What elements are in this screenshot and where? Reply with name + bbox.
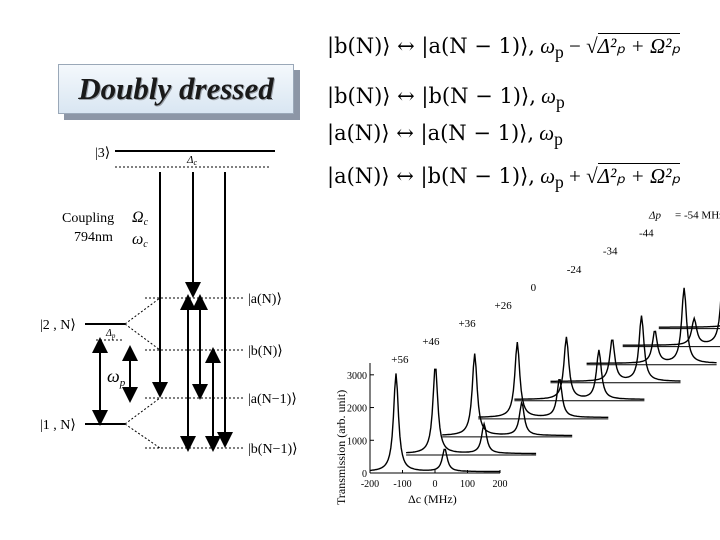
equation-panel: |b(N)⟩ ↔ |a(N − 1)⟩, ωp − √Δ²ₚ + Ω²ₚ |b(… bbox=[327, 26, 707, 196]
trace-label: -24 bbox=[567, 264, 582, 276]
trace-label: = -54 MHz bbox=[675, 210, 720, 222]
spectrum-trace bbox=[369, 373, 500, 473]
trace-label: +36 bbox=[458, 318, 476, 330]
spectrum-trace bbox=[586, 287, 717, 364]
spectrum-trace bbox=[514, 336, 645, 400]
spectrum-trace bbox=[622, 300, 720, 346]
equation-sqrt: Δ²ₚ + Ω²ₚ bbox=[597, 33, 681, 58]
slide-title: Doubly dressed bbox=[78, 71, 274, 106]
equation-freq-sub: p bbox=[555, 172, 564, 193]
x-tick-label: -100 bbox=[393, 479, 411, 490]
equation-freq: ω bbox=[541, 84, 556, 108]
equation-freq: ω bbox=[539, 121, 555, 145]
equation-kets: |a(N)⟩ ↔ |b(N − 1)⟩, bbox=[327, 164, 535, 188]
equation-op: − bbox=[569, 34, 581, 58]
sqrt-sign: √ bbox=[586, 34, 598, 58]
y-tick-label: 1000 bbox=[347, 436, 367, 447]
spectrum-trace bbox=[550, 315, 681, 382]
equation-freq-sub: p bbox=[555, 42, 564, 63]
equation-freq: ω bbox=[540, 34, 556, 58]
y-tick-label: 2000 bbox=[347, 404, 367, 415]
equation-freq-sub: p bbox=[554, 129, 563, 150]
x-tick-label: 0 bbox=[433, 479, 438, 490]
trace-label: +26 bbox=[495, 300, 513, 312]
equation-row-2: |b(N)⟩ ↔ |b(N − 1)⟩, ωp bbox=[327, 84, 565, 116]
equation-op: + bbox=[569, 164, 581, 188]
chart-xlabel: Δc (MHz) bbox=[408, 492, 457, 506]
y-tick-label: 0 bbox=[362, 469, 367, 480]
trace-label: 0 bbox=[531, 282, 537, 294]
equation-kets: |b(N)⟩ ↔ |a(N − 1)⟩, bbox=[327, 34, 535, 58]
x-tick-label: -200 bbox=[361, 479, 379, 490]
title-face: Doubly dressed bbox=[58, 64, 294, 114]
spectrum-trace bbox=[658, 325, 720, 328]
equation-row-4: |a(N)⟩ ↔ |b(N − 1)⟩, ωp + √Δ²ₚ + Ω²ₚ bbox=[327, 163, 681, 196]
chart-ylabel: Transmission (arb. unit) bbox=[334, 390, 348, 505]
equation-freq-sub: p bbox=[555, 92, 565, 113]
title-box: Doubly dressed bbox=[58, 64, 300, 120]
equation-row-1: |b(N)⟩ ↔ |a(N − 1)⟩, ωp − √Δ²ₚ + Ω²ₚ bbox=[327, 33, 681, 66]
delta-p-prefix: Δp bbox=[648, 210, 661, 222]
trace-label: -44 bbox=[639, 228, 654, 240]
sqrt-sign: √ bbox=[586, 164, 598, 188]
equation-row-3: |a(N)⟩ ↔ |a(N − 1)⟩, ωp bbox=[327, 121, 563, 153]
equation-sqrt: Δ²ₚ + Ω²ₚ bbox=[597, 163, 681, 188]
equation-freq: ω bbox=[540, 164, 556, 188]
x-tick-label: 200 bbox=[493, 479, 508, 490]
spectrum-trace bbox=[478, 342, 609, 418]
x-tick-label: 100 bbox=[460, 479, 475, 490]
spectrum-trace bbox=[406, 368, 537, 455]
trace-label: +46 bbox=[422, 336, 440, 348]
trace-label: +56 bbox=[391, 354, 409, 366]
chart-series-group: +56 +46 +36 +26 0 -24 -34 -44 = -54 MHz Δp bbox=[369, 210, 720, 474]
equation-kets: |b(N)⟩ ↔ |b(N − 1)⟩, bbox=[327, 84, 536, 108]
trace-label: -34 bbox=[603, 246, 618, 258]
equation-kets: |a(N)⟩ ↔ |a(N − 1)⟩, bbox=[327, 121, 535, 145]
spectrum-trace bbox=[442, 353, 573, 437]
y-tick-label: 3000 bbox=[347, 371, 367, 382]
